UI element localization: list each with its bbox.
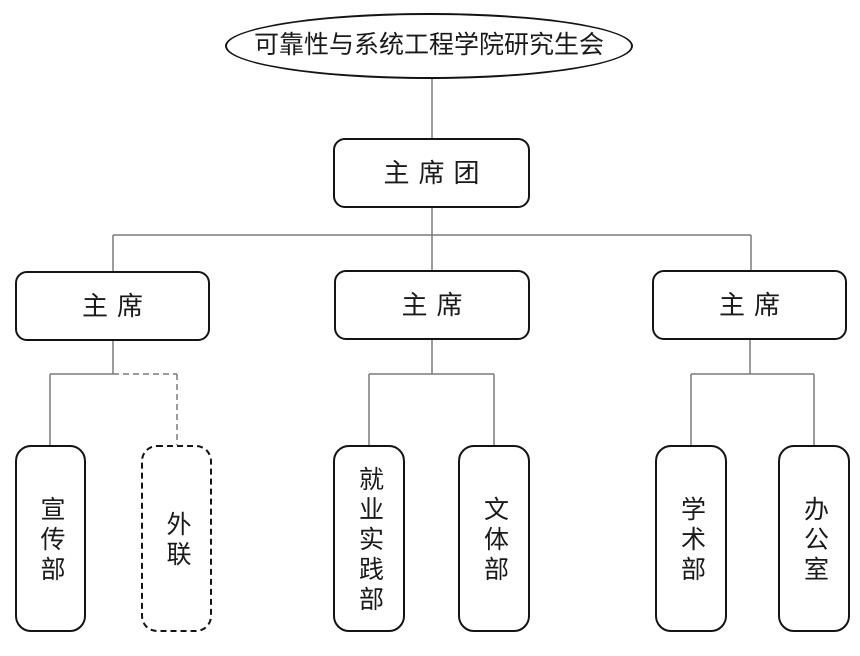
- chair-node-3-label: 主席: [718, 289, 789, 320]
- chair-node-1: 主席: [15, 271, 210, 341]
- chair-node-2-label: 主席: [401, 289, 472, 320]
- root-node-label: 可靠性与系统工程学院研究生会: [253, 31, 604, 60]
- presidium-node: 主席团: [333, 138, 530, 208]
- dept-node-culture-sports: 文体部: [458, 445, 530, 632]
- chair-node-1-label: 主席: [81, 290, 152, 321]
- dept-node-academic: 学术部: [655, 445, 727, 632]
- root-node: 可靠性与系统工程学院研究生会: [225, 13, 633, 79]
- dept-node-academic-label: 学术部: [677, 496, 706, 586]
- chair-node-3: 主席: [652, 270, 847, 340]
- chair-node-2: 主席: [334, 270, 530, 340]
- dept-node-external-liaison-label: 外联: [163, 511, 191, 571]
- dept-node-employment-practice-label: 就业实践部: [355, 466, 384, 616]
- dept-node-external-liaison: 外联: [141, 445, 212, 632]
- dept-node-culture-sports-label: 文体部: [480, 496, 509, 586]
- dept-node-office: 办公室: [778, 445, 850, 632]
- dept-node-publicity: 宣传部: [15, 445, 86, 632]
- dept-node-employment-practice: 就业实践部: [333, 445, 405, 632]
- presidium-node-label: 主席团: [383, 157, 489, 188]
- dept-node-publicity-label: 宣传部: [37, 496, 65, 586]
- dept-node-office-label: 办公室: [800, 496, 829, 586]
